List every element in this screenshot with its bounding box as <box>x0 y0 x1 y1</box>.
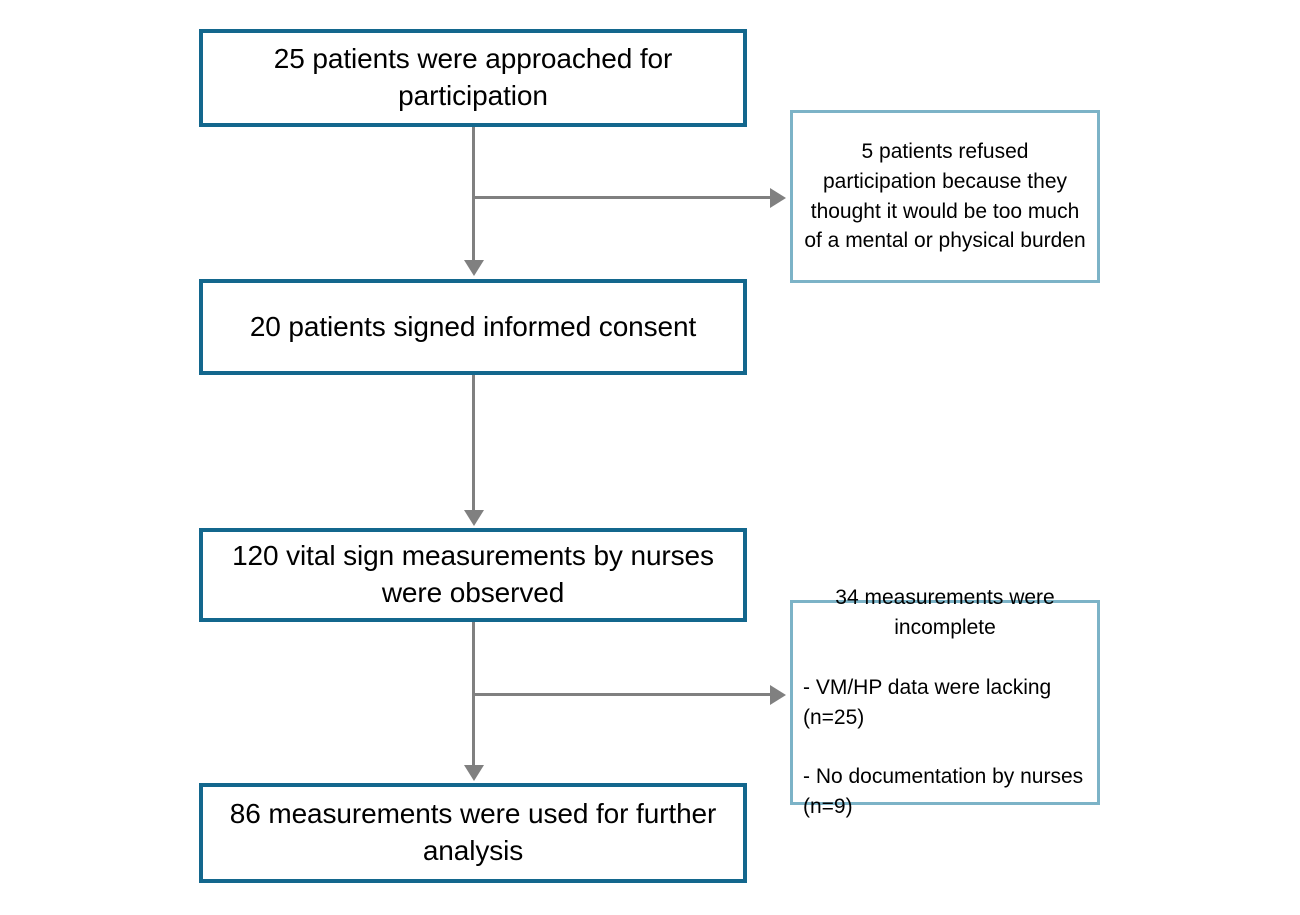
node-observed[interactable]: 120 vital sign measurements by nurses we… <box>199 528 747 622</box>
node-incomplete-reason-1: - VM/HP data were lacking (n=25) <box>803 675 1052 729</box>
node-analysed[interactable]: 86 measurements were used for further an… <box>199 783 747 883</box>
arrowhead-down-analysed <box>464 765 484 781</box>
node-incomplete[interactable]: 34 measurements were incomplete - VM/HP … <box>790 586 1100 818</box>
connector-consented-to-observed <box>472 375 475 512</box>
node-approached-label: 25 patients were approached for particip… <box>273 43 673 111</box>
node-consented-label: 20 patients signed informed consent <box>249 310 697 342</box>
node-incomplete-reason-2: - No documentation by nurses (n=9) <box>803 765 1084 818</box>
node-incomplete-heading: 34 measurements were incomplete <box>835 586 1055 640</box>
node-consented[interactable]: 20 patients signed informed consent <box>199 279 747 375</box>
arrowhead-right-incomplete <box>770 685 786 705</box>
arrowhead-right-refused <box>770 188 786 208</box>
connector-approached-to-refused <box>472 196 772 199</box>
node-refused-label: 5 patients refused participation because… <box>804 139 1086 253</box>
node-observed-label: 120 vital sign measurements by nurses we… <box>232 540 714 608</box>
node-approached[interactable]: 25 patients were approached for particip… <box>199 29 747 127</box>
connector-observed-to-incomplete <box>472 693 772 696</box>
node-refused[interactable]: 5 patients refused participation because… <box>790 110 1100 283</box>
arrowhead-down-observed <box>464 510 484 526</box>
node-incomplete-body: 34 measurements were incomplete - VM/HP … <box>803 553 1087 851</box>
connector-approached-to-consented <box>472 127 475 262</box>
node-analysed-label: 86 measurements were used for further an… <box>229 798 717 866</box>
arrowhead-down-consented <box>464 260 484 276</box>
